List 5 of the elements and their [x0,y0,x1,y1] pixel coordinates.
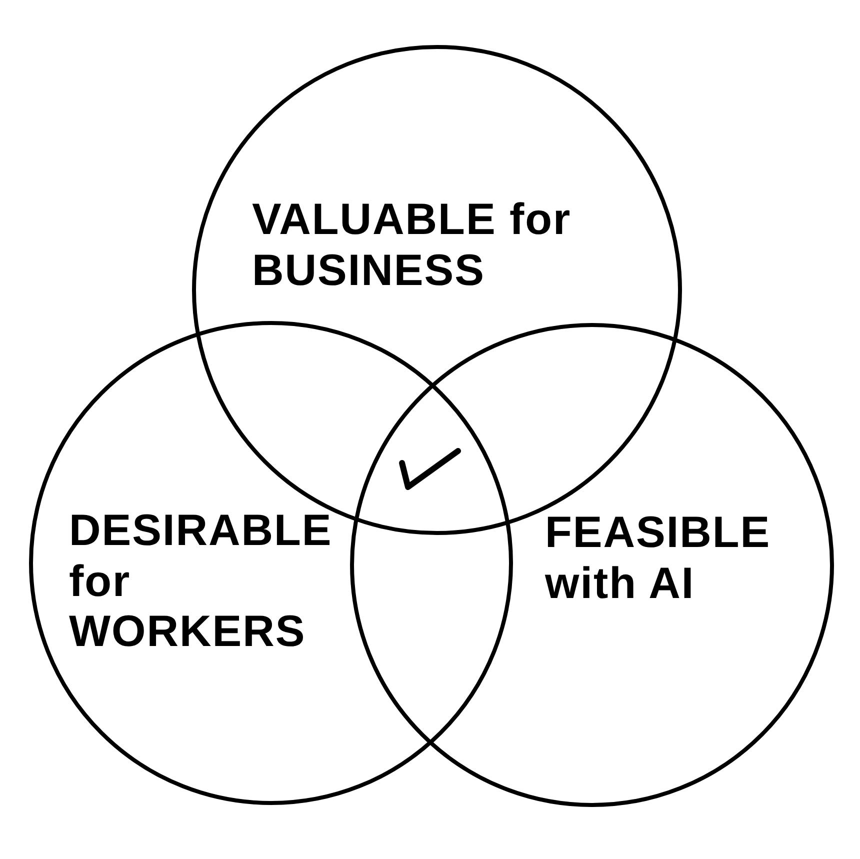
circle-label: DESIRABLE for WORKERS [69,506,329,658]
venn-circle [29,321,513,805]
venn-circle [350,323,834,807]
circle-label: VALUABLE for BUSINESS [252,195,572,296]
circle-label: FEASIBLE with AI [545,508,772,610]
